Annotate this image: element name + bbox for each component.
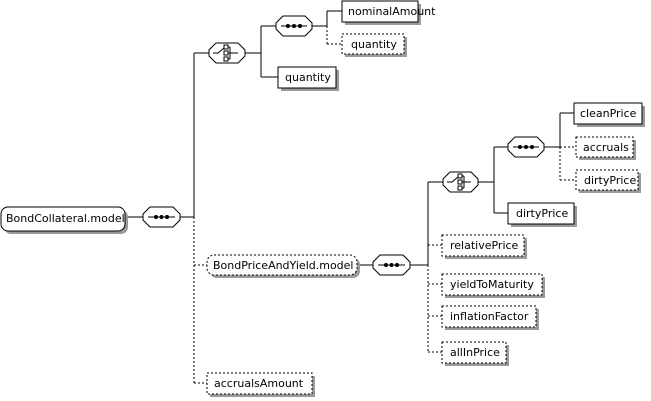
dirty-price-optional-label: dirtyPrice [584, 174, 636, 187]
yield-to-maturity-element[interactable]: yieldToMaturity [441, 273, 545, 298]
dirty-price-element[interactable]: dirtyPrice [507, 202, 577, 227]
inner-sequence-compositor[interactable] [275, 15, 313, 37]
dirty-price-label: dirtyPrice [516, 207, 568, 220]
root-sequence-compositor[interactable] [142, 206, 181, 228]
clean-price-element[interactable]: cleanPrice [573, 102, 645, 127]
group-sequence-compositor[interactable] [372, 254, 411, 276]
nominal-amount-element[interactable]: nominalAmount [341, 0, 436, 25]
nominal-amount-label: nominalAmount [348, 5, 436, 18]
yield-to-maturity-label: yieldToMaturity [450, 278, 534, 291]
accruals-element[interactable]: accruals [575, 136, 636, 160]
inflation-factor-element[interactable]: inflationFactor [441, 305, 539, 330]
bond-price-and-yield-group-box[interactable]: BondPriceAndYield.model [206, 254, 360, 278]
all-in-price-label: allInPrice [450, 346, 500, 359]
accruals-amount-element[interactable]: accrualsAmount [206, 372, 315, 397]
relative-price-element[interactable]: relativePrice [441, 234, 527, 259]
all-in-price-element[interactable]: allInPrice [441, 341, 509, 366]
dirty-price-optional-element[interactable]: dirtyPrice [575, 169, 641, 193]
root-group-box[interactable]: BondCollateral.model [0, 206, 128, 234]
outer-choice-compositor[interactable] [208, 42, 246, 64]
relative-price-label: relativePrice [450, 239, 519, 252]
quantity-optional-element[interactable]: quantity [341, 33, 407, 57]
bond-price-and-yield-label: BondPriceAndYield.model [213, 259, 353, 272]
price-choice-compositor[interactable] [442, 171, 479, 193]
clean-price-label: cleanPrice [580, 107, 637, 120]
quantity-label: quantity [285, 71, 331, 84]
quantity-element[interactable]: quantity [277, 66, 339, 91]
price-sequence-compositor[interactable] [507, 136, 545, 158]
connector-lines [126, 10, 576, 384]
accruals-label: accruals [583, 141, 629, 154]
root-group-label: BondCollateral.model [6, 212, 125, 225]
quantity-optional-label: quantity [351, 38, 397, 51]
inflation-factor-label: inflationFactor [450, 310, 529, 323]
accruals-amount-label: accrualsAmount [214, 377, 304, 390]
